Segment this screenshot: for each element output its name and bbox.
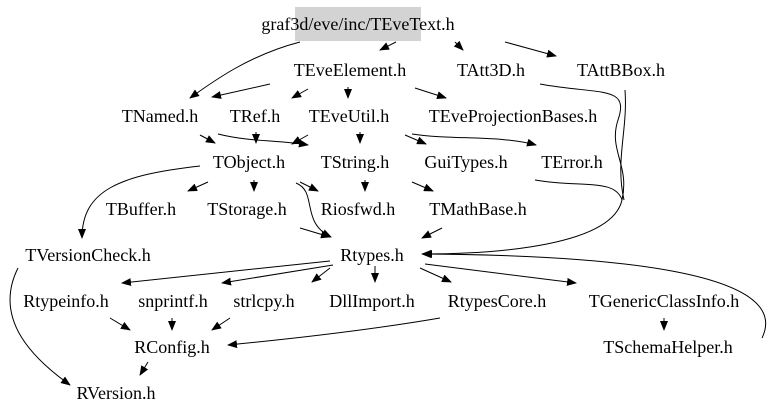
edge-teveutil-terror bbox=[411, 133, 537, 147]
node-root[interactable]: graf3d/eve/inc/TEveText.h bbox=[261, 14, 454, 34]
edge-tobject-tbuffer bbox=[187, 181, 209, 192]
node-rconfig[interactable]: RConfig.h bbox=[134, 337, 210, 357]
edge-rtypes-strlcpy bbox=[311, 267, 331, 283]
nodes: graf3d/eve/inc/TEveText.h TEveElement.h … bbox=[23, 7, 739, 403]
edges bbox=[9, 40, 767, 386]
node-tobject[interactable]: TObject.h bbox=[213, 152, 285, 172]
edge-rconfig-rversion bbox=[139, 361, 149, 376]
edge-terror-rtypes bbox=[534, 179, 623, 201]
edge-tschemahelper-rtypes bbox=[422, 250, 767, 339]
node-tmathbase[interactable]: TMathBase.h bbox=[429, 199, 526, 219]
node-riosfwd[interactable]: Riosfwd.h bbox=[321, 199, 396, 219]
node-tnamed[interactable]: TNamed.h bbox=[122, 106, 198, 126]
node-tatt3d[interactable]: TAtt3D.h bbox=[457, 60, 525, 80]
node-snprintf[interactable]: snprintf.h bbox=[138, 291, 208, 311]
edge-rtypes-rtypescore bbox=[419, 267, 452, 283]
node-dllimport[interactable]: DllImport.h bbox=[329, 291, 415, 311]
edge-tnamed-tstring bbox=[217, 133, 309, 148]
node-tversioncheck[interactable]: TVersionCheck.h bbox=[25, 245, 150, 265]
edge-tnamed-tobject bbox=[199, 134, 216, 144]
edge-strlcpy-rconfig bbox=[211, 317, 231, 331]
node-guitypes[interactable]: GuiTypes.h bbox=[424, 152, 507, 172]
node-teveelement[interactable]: TEveElement.h bbox=[294, 60, 406, 80]
node-teveprojectionbases[interactable]: TEveProjectionBases.h bbox=[429, 106, 597, 126]
node-tref[interactable]: TRef.h bbox=[230, 106, 280, 126]
edge-rtypes-rtypeinfo bbox=[121, 260, 331, 287]
node-teveutil[interactable]: TEveUtil.h bbox=[309, 106, 389, 126]
edge-root-tatt3d bbox=[453, 40, 464, 51]
edge-tmathbase-rtypes bbox=[421, 227, 443, 239]
node-rtypeinfo[interactable]: Rtypeinfo.h bbox=[23, 291, 109, 311]
edge-rtypes-snprintf bbox=[221, 264, 334, 286]
edge-root-teveelement bbox=[379, 41, 397, 51]
root-node-box[interactable] bbox=[295, 7, 421, 41]
node-tstorage[interactable]: TStorage.h bbox=[207, 199, 286, 219]
edge-teveutil-guitypes bbox=[404, 134, 427, 145]
edge-rtypeinfo-rconfig bbox=[109, 317, 131, 331]
edge-rtypescore-rconfig bbox=[227, 317, 441, 349]
node-tbuffer[interactable]: TBuffer.h bbox=[106, 199, 176, 219]
node-tgenericclassinfo[interactable]: TGenericClassInfo.h bbox=[589, 291, 739, 311]
edge-tobject-tversioncheck bbox=[78, 165, 201, 239]
node-terror[interactable]: TError.h bbox=[541, 152, 602, 172]
edge-root-tnamed bbox=[189, 41, 301, 99]
node-rversion[interactable]: RVersion.h bbox=[76, 383, 155, 403]
node-strlcpy[interactable]: strlcpy.h bbox=[233, 291, 294, 311]
edge-teveelement-tref bbox=[291, 88, 309, 99]
edge-tattbbox-rtypes bbox=[620, 89, 626, 201]
node-tschemahelper[interactable]: TSchemaHelper.h bbox=[603, 337, 732, 357]
edge-tobject-riosfwd bbox=[299, 181, 319, 192]
edge-teveelement-tnamed bbox=[211, 83, 271, 99]
edge-tstring-tmathbase bbox=[411, 181, 434, 192]
edge-tstorage-rtypes bbox=[299, 227, 331, 239]
edge-rtypes-tgenericclassinfo bbox=[424, 263, 577, 286]
node-rtypes[interactable]: Rtypes.h bbox=[340, 245, 404, 265]
edge-teveelement-teveprojectionbases bbox=[414, 87, 447, 100]
edge-tversioncheck-rversion bbox=[9, 267, 71, 386]
node-tattbbox[interactable]: TAttBBox.h bbox=[577, 60, 665, 80]
edge-tatt3d-rtypes bbox=[421, 83, 625, 258]
edge-teveutil-tobject bbox=[291, 134, 309, 145]
node-tstring[interactable]: TString.h bbox=[321, 152, 390, 172]
node-rtypescore[interactable]: RtypesCore.h bbox=[448, 291, 547, 311]
edge-root-tattbbox bbox=[504, 41, 557, 58]
